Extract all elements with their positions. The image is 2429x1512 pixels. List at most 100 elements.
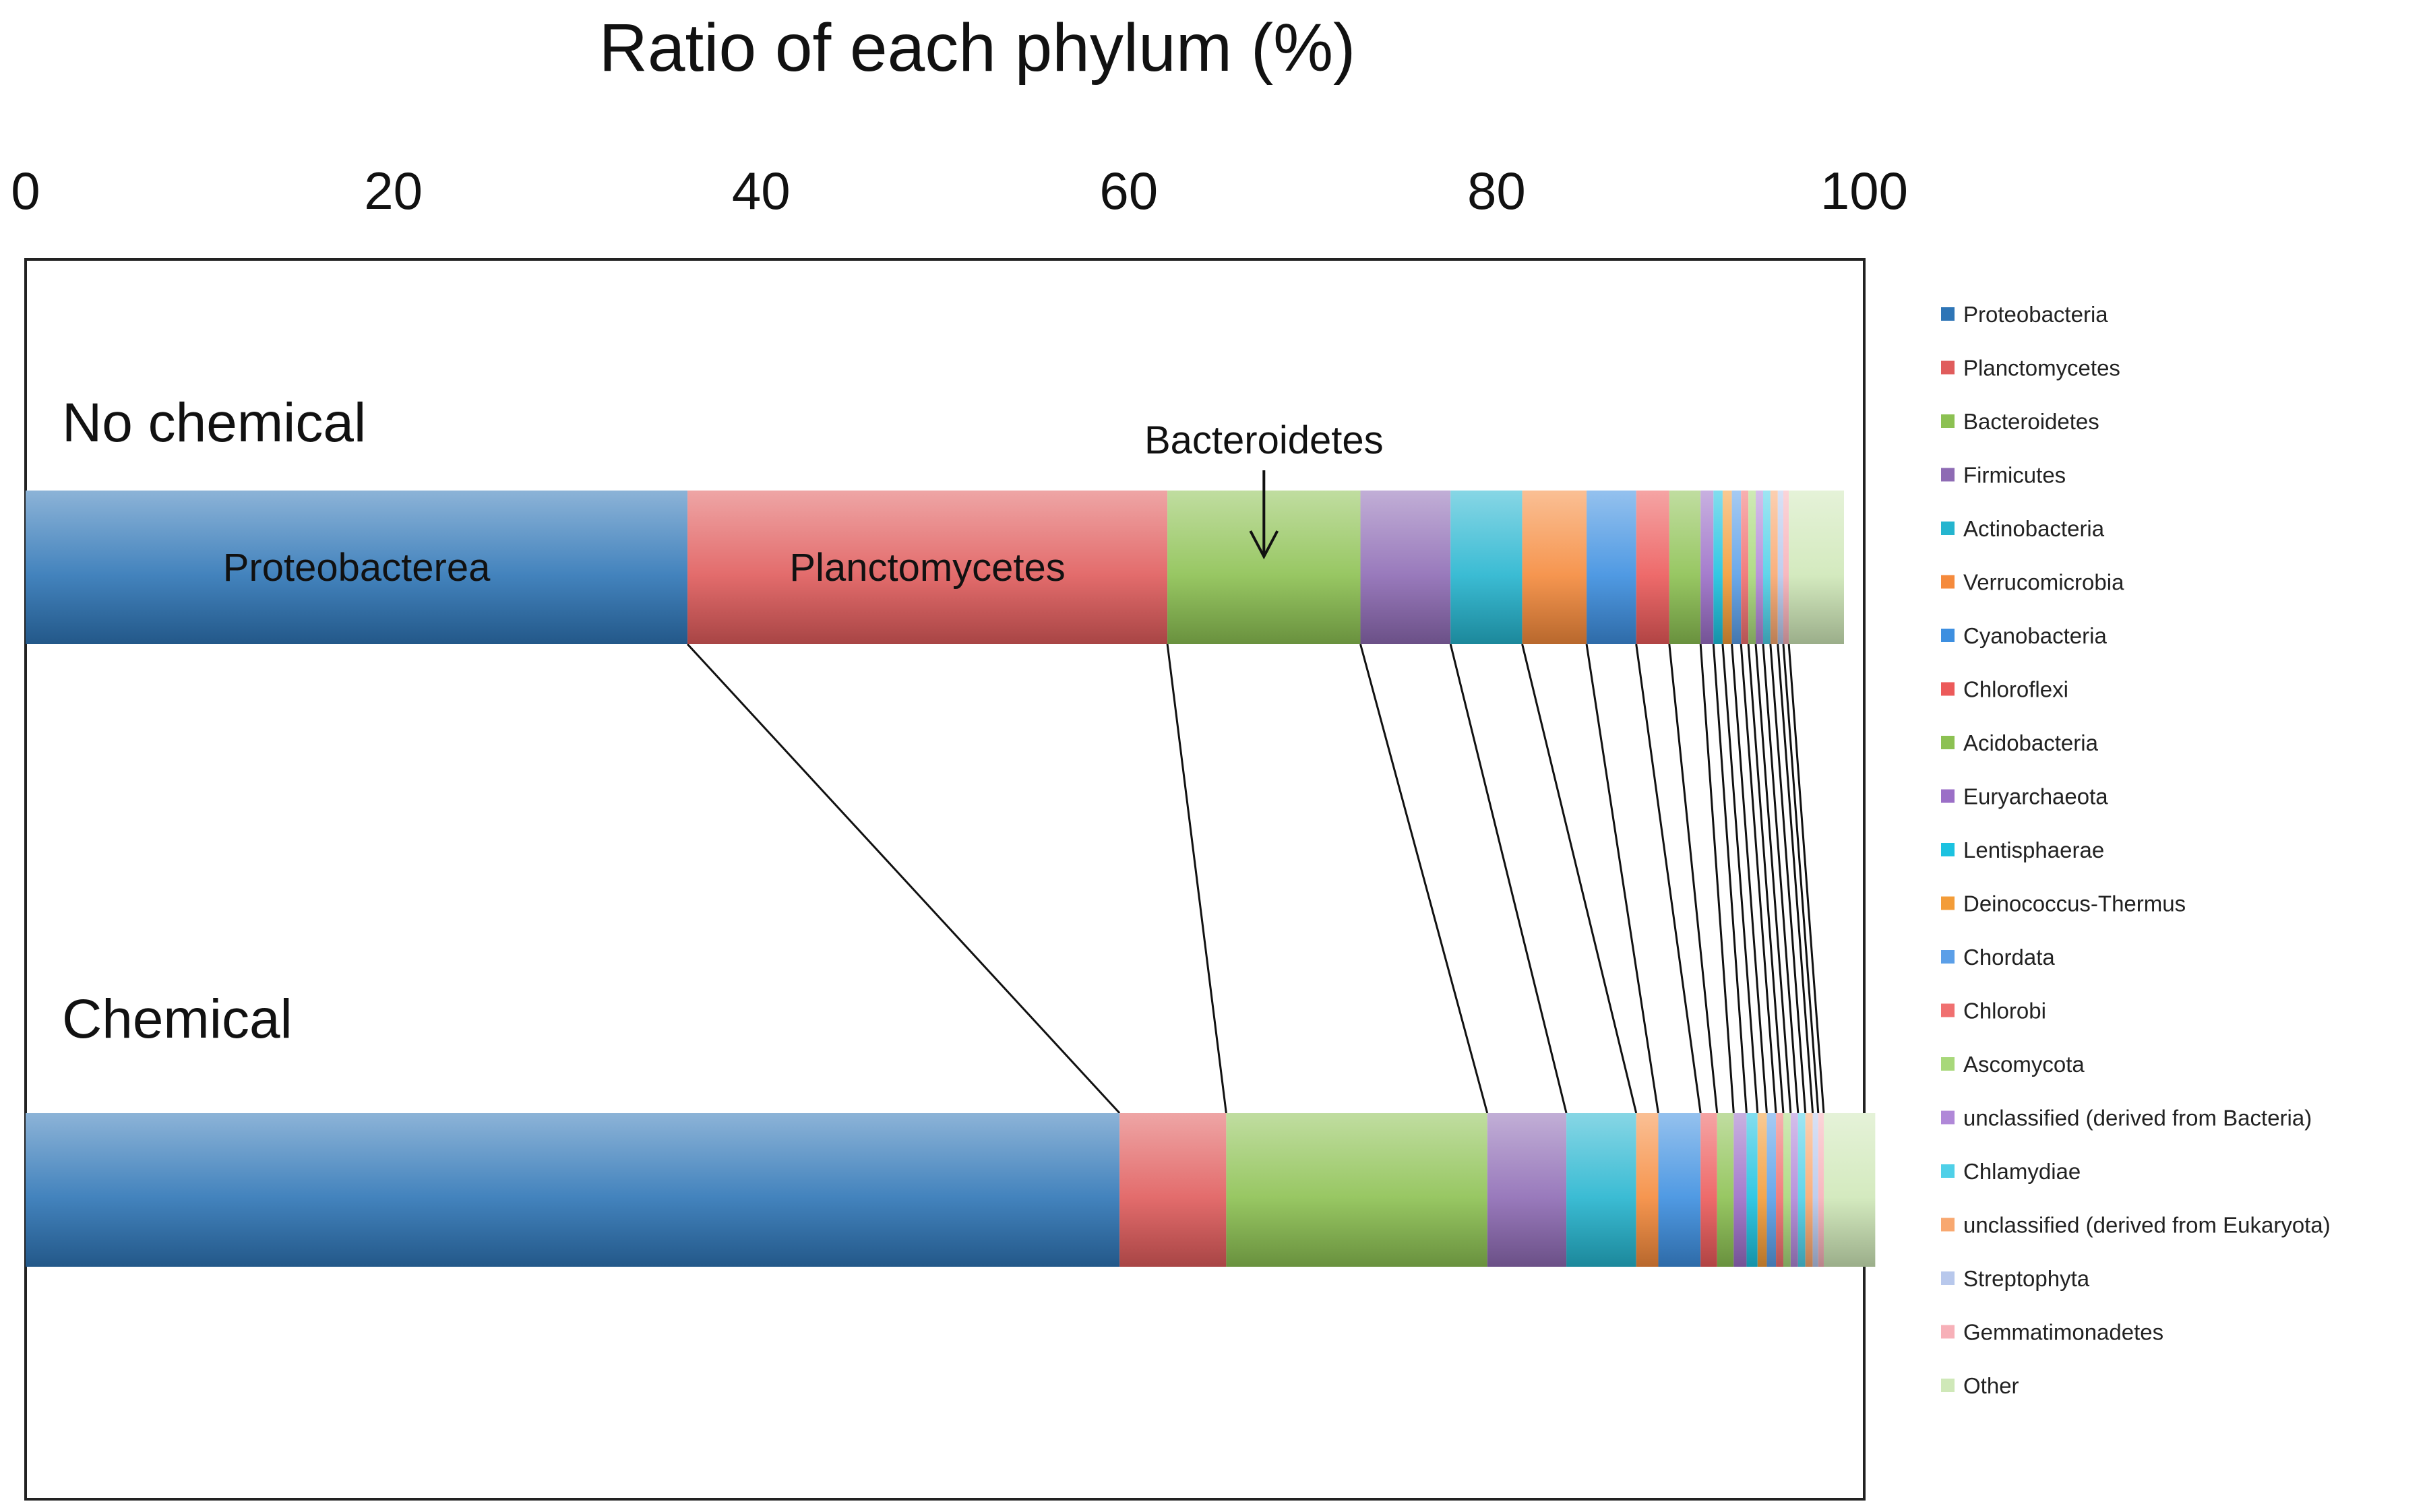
legend-swatch (1941, 414, 1955, 428)
bar-segment-euryarchaeota-no-chemical (1700, 491, 1714, 644)
bar-segment-other-no-chemical (1789, 491, 1844, 644)
connector-line (1777, 643, 1814, 1114)
legend-label: Proteobacteria (1963, 302, 2108, 327)
annotation-label: Proteobacterea (223, 546, 491, 590)
legend-label: Bacteroidetes (1963, 409, 2099, 434)
legend-swatch (1941, 1271, 1955, 1285)
category-label: Chemical (62, 988, 293, 1050)
bar-segment-planctomycetes-chemical (1119, 1113, 1227, 1267)
x-tick-label: 0 (11, 161, 40, 220)
bar-segment-chlorobi-no-chemical (1741, 491, 1749, 644)
connector-line (1585, 643, 1659, 1114)
bar-segment-lentisphaerae-chemical (1746, 1113, 1758, 1267)
connector-line (1787, 643, 1825, 1114)
legend-label: Streptophyta (1963, 1266, 2090, 1291)
x-tick-label: 20 (364, 161, 423, 220)
annotation-label: Bacteroidetes (1144, 418, 1384, 462)
bar-segment-streptophyta-chemical (1812, 1113, 1818, 1267)
legend-swatch (1941, 575, 1955, 589)
connector-line (1731, 643, 1768, 1114)
connector-line (1359, 643, 1489, 1114)
legend-label: Chordata (1963, 945, 2055, 970)
legend-swatch (1941, 522, 1955, 535)
bar-segment-acidobacteria-chemical (1717, 1113, 1734, 1267)
connector-line (1762, 643, 1800, 1114)
legend-label: unclassified (derived from Eukaryota) (1963, 1213, 2331, 1238)
bar-segment-chlamydiae-chemical (1797, 1113, 1806, 1267)
plot-area (24, 258, 1866, 1501)
connector-line (1635, 643, 1702, 1114)
bar-segment-other-chemical (1823, 1113, 1876, 1267)
bar-segment-cyanobacteria-chemical (1658, 1113, 1701, 1267)
connector-line (686, 643, 1121, 1114)
legend-label: Chlorobi (1963, 999, 2046, 1023)
bar-segment-actinobacteria-no-chemical (1450, 491, 1523, 644)
bar-segment-chlorobi-chemical (1776, 1113, 1783, 1267)
x-tick-label: 80 (1467, 161, 1526, 220)
bar-segment-ascomycota-chemical (1783, 1113, 1791, 1267)
legend-label: Euryarchaeota (1963, 784, 2108, 809)
bar-segment-actinobacteria-chemical (1566, 1113, 1636, 1267)
legend-swatch (1941, 789, 1955, 803)
legend-swatch (1941, 896, 1955, 910)
bar-segment-deinococcus-thermus-chemical (1757, 1113, 1767, 1267)
bar-segment-euryarchaeota-chemical (1733, 1113, 1747, 1267)
legend-swatch (1941, 1164, 1955, 1178)
legend-swatch (1941, 736, 1955, 749)
legend-swatch (1941, 1379, 1955, 1392)
legend-swatch (1941, 843, 1955, 856)
legend-swatch (1941, 468, 1955, 482)
legend-swatch (1941, 629, 1955, 642)
bar-segment-cyanobacteria-no-chemical (1587, 491, 1636, 644)
connector-line (1782, 643, 1820, 1114)
bar-segment-proteobacteria-no-chemical (26, 491, 688, 644)
bar-segment-gemmatimonadetes-chemical (1818, 1113, 1824, 1267)
bar-segment-chloroflexi-no-chemical (1636, 491, 1669, 644)
legend-label: Lentisphaerae (1963, 838, 2104, 862)
bars (26, 491, 1876, 1267)
connector-line (1449, 643, 1568, 1114)
legend-swatch (1941, 1003, 1955, 1017)
connector-line (1166, 643, 1227, 1114)
bar-segment-acidobacteria-no-chemical (1669, 491, 1701, 644)
legend-label: Deinococcus-Thermus (1963, 891, 2186, 916)
bar-segment-gemmatimonadetes-no-chemical (1783, 491, 1789, 644)
bar-segment-verrucomicrobia-chemical (1636, 1113, 1659, 1267)
chart-title: Ratio of each phylum (%) (599, 10, 1356, 86)
x-tick-label: 100 (1820, 161, 1908, 220)
bar-segment-unclassified-derived-from-bacteria--no-chemical (1756, 491, 1763, 644)
bar-segment-chordata-chemical (1766, 1113, 1777, 1267)
bar-segment-lentisphaerae-no-chemical (1713, 491, 1723, 644)
legend-label: Other (1963, 1373, 2019, 1398)
legend-swatch (1941, 1218, 1955, 1232)
legend-label: Ascomycota (1963, 1052, 2085, 1077)
connector-line (1721, 643, 1759, 1114)
x-tick-label: 40 (732, 161, 791, 220)
legend-label: Gemmatimonadetes (1963, 1320, 2163, 1345)
category-label: No chemical (62, 392, 366, 453)
annotation-arrowhead (1249, 530, 1279, 560)
connector-line (1769, 643, 1807, 1114)
bar-segment-firmicutes-no-chemical (1360, 491, 1451, 644)
legend-label: Chlamydiae (1963, 1159, 2081, 1184)
bar-segment-chordata-no-chemical (1731, 491, 1742, 644)
legend-label: Acidobacteria (1963, 730, 2099, 755)
bar-segment-ascomycota-no-chemical (1748, 491, 1756, 644)
legend-label: Chloroflexi (1963, 677, 2068, 702)
connector-line (1712, 643, 1748, 1114)
legend-label: Verrucomicrobia (1963, 570, 2124, 595)
legend-swatch (1941, 1325, 1955, 1339)
legend-swatch (1941, 950, 1955, 964)
legend-swatch (1941, 1057, 1955, 1071)
connector-line (1754, 643, 1792, 1114)
connector-lines (686, 643, 1825, 1114)
bar-segment-streptophyta-no-chemical (1777, 491, 1783, 644)
legend-label: unclassified (derived from Bacteria) (1963, 1106, 2312, 1131)
bar-segment-verrucomicrobia-no-chemical (1522, 491, 1587, 644)
legend-swatch (1941, 360, 1955, 375)
legend-label: Planctomycetes (1963, 356, 2120, 381)
annotation-label: Planctomycetes (789, 546, 1065, 590)
